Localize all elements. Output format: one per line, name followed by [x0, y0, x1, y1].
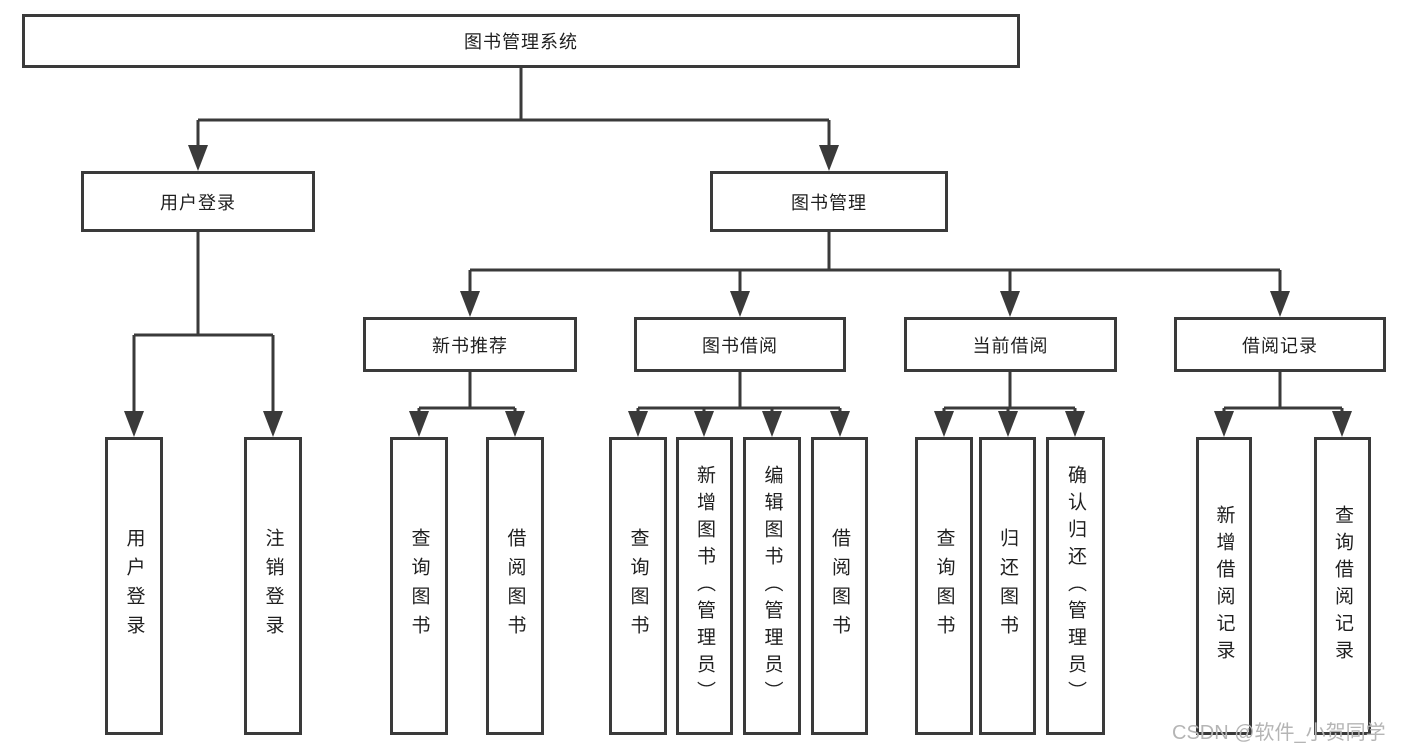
node-book-management-label: 图书管理: [791, 192, 867, 213]
leaf-bb-edit-books-label: 编辑图书（管理员）: [761, 464, 783, 708]
leaf-cb-return-books: 归还图书: [979, 437, 1036, 735]
leaf-cb-confirm-return-label: 确认归还（管理员）: [1065, 464, 1086, 708]
leaf-user-login: 用户登录: [105, 437, 163, 735]
leaf-user-login-label: 用户登录: [123, 528, 145, 644]
leaf-cb-confirm-return: 确认归还（管理员）: [1046, 437, 1105, 735]
node-borrow-record: 借阅记录: [1174, 317, 1386, 372]
leaf-br-add-record: 新增借阅记录: [1196, 437, 1252, 735]
node-root-label: 图书管理系统: [464, 32, 578, 52]
leaf-nbr-query-books: 查询图书: [390, 437, 448, 735]
node-current-borrow-label: 当前借阅: [972, 335, 1049, 356]
node-book-borrow-label: 图书借阅: [702, 335, 778, 356]
leaf-cb-query-books: 查询图书: [915, 437, 973, 735]
csdn-watermark: CSDN @软件_小贺同学: [1172, 722, 1386, 744]
leaf-br-add-record-label: 新增借阅记录: [1213, 505, 1235, 667]
node-current-borrow: 当前借阅: [904, 317, 1117, 372]
leaf-bb-edit-books: 编辑图书（管理员）: [743, 437, 801, 735]
node-user-login-label: 用户登录: [160, 192, 236, 213]
leaf-bb-query-books-label: 查询图书: [627, 528, 649, 644]
leaf-bb-add-books: 新增图书（管理员）: [676, 437, 733, 735]
node-user-login: 用户登录: [81, 171, 315, 232]
leaf-bb-add-books-label: 新增图书（管理员）: [694, 464, 715, 708]
leaf-nbr-borrow-books: 借阅图书: [486, 437, 544, 735]
node-book-management: 图书管理: [710, 171, 948, 232]
node-book-borrow: 图书借阅: [634, 317, 846, 372]
leaf-bb-borrow-books-label: 借阅图书: [829, 528, 850, 644]
leaf-logout: 注销登录: [244, 437, 302, 735]
node-borrow-record-label: 借阅记录: [1242, 335, 1318, 356]
leaf-cb-return-books-label: 归还图书: [997, 528, 1018, 644]
leaf-br-query-record: 查询借阅记录: [1314, 437, 1371, 735]
node-root: 图书管理系统: [22, 14, 1020, 68]
leaf-nbr-borrow-books-label: 借阅图书: [504, 528, 526, 644]
node-new-book-recommend-label: 新书推荐: [432, 335, 508, 356]
leaf-bb-query-books: 查询图书: [609, 437, 667, 735]
leaf-br-query-record-label: 查询借阅记录: [1332, 505, 1353, 667]
leaf-bb-borrow-books: 借阅图书: [811, 437, 868, 735]
node-new-book-recommend: 新书推荐: [363, 317, 577, 372]
leaf-nbr-query-books-label: 查询图书: [408, 528, 430, 644]
leaf-cb-query-books-label: 查询图书: [933, 528, 955, 644]
leaf-logout-label: 注销登录: [262, 528, 284, 644]
